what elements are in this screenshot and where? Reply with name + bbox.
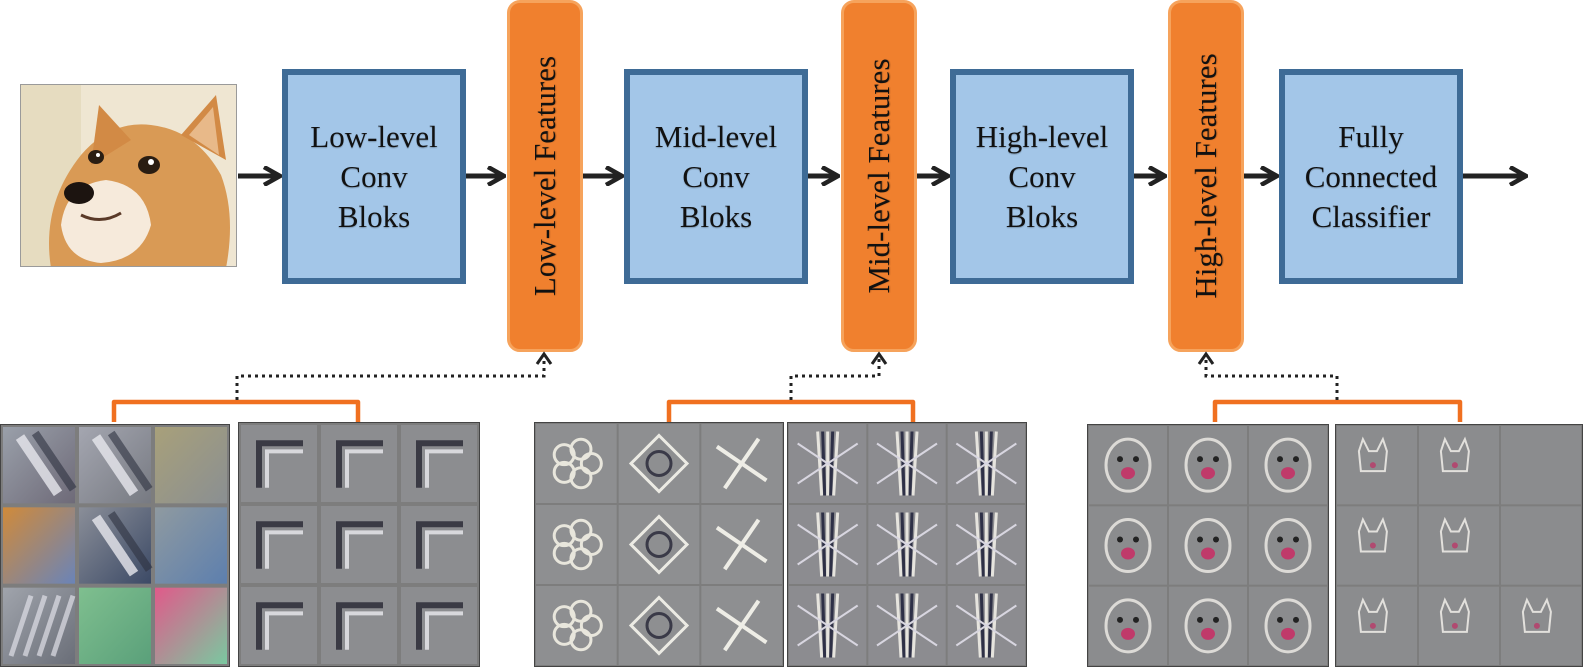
- filter-tiles: [241, 425, 477, 664]
- mid-level-dotted-connector: [789, 358, 881, 400]
- mid-level-filter-grid-1: [534, 422, 784, 667]
- mid-level-conv-label: Mid-level Conv Bloks: [654, 118, 778, 234]
- high-level-filter-grid-1: [1087, 424, 1329, 667]
- mid-level-filter-grid-2: [787, 422, 1027, 667]
- high-level-dotted-connector: [1204, 358, 1339, 400]
- low-level-conv-block: Low-level Conv Bloks: [282, 69, 466, 284]
- mid-level-conv-block: Mid-level Conv Bloks: [624, 69, 808, 284]
- low-level-dotted-connector: [235, 358, 546, 400]
- low-level-bracket: [111, 399, 361, 422]
- high-level-conv-label: High-level Conv Bloks: [975, 118, 1109, 234]
- filter-tiles: [1337, 426, 1581, 665]
- mid-level-features-bar: Mid-level Features: [841, 0, 917, 352]
- high-level-filter-grid-2: [1335, 424, 1583, 667]
- fully-connected-classifier-label: Fully Connected Classifier: [1304, 118, 1438, 234]
- low-level-filter-grid-2: [238, 422, 480, 667]
- filter-tiles: [789, 424, 1025, 665]
- filter-tiles: [536, 424, 782, 665]
- filter-tiles: [1089, 426, 1327, 665]
- input-dog-image: [20, 84, 237, 267]
- low-level-features-bar: Low-level Features: [507, 0, 583, 352]
- mid-level-bracket: [666, 399, 916, 422]
- dog-illustration: [21, 85, 236, 266]
- high-level-features-bar: High-level Features: [1168, 0, 1244, 352]
- low-level-conv-label: Low-level Conv Bloks: [310, 118, 438, 234]
- filter-tiles: [3, 427, 227, 664]
- fully-connected-classifier-block: Fully Connected Classifier: [1279, 69, 1463, 284]
- high-level-bracket: [1212, 399, 1463, 422]
- high-level-conv-block: High-level Conv Bloks: [950, 69, 1134, 284]
- low-level-filter-grid-1: [0, 424, 230, 667]
